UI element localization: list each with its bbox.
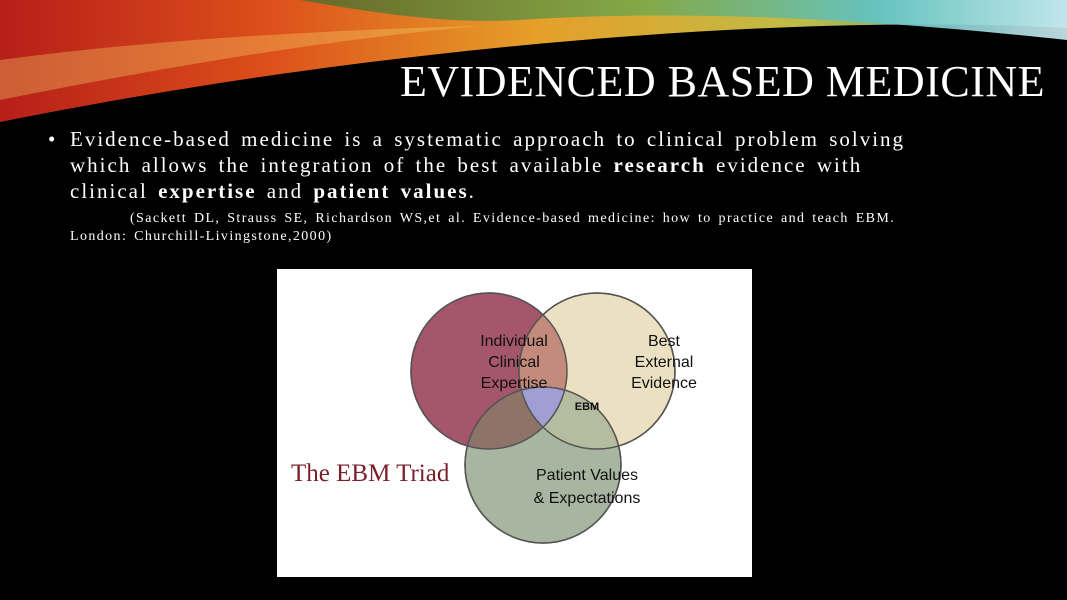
ebm-triad-figure: Individual Clinical Expertise Best Exter… (277, 269, 752, 577)
circle-2-line-2: External (635, 354, 694, 371)
bullet-marker: • (48, 126, 57, 152)
term-patient-values: patient values (313, 179, 468, 203)
circle-1-line-2: Clinical (488, 354, 540, 371)
bullet-mid-2: and (267, 179, 303, 203)
figure-caption: The EBM Triad (291, 460, 450, 487)
bullet-paragraph: • Evidence-based medicine is a systemati… (48, 126, 948, 204)
bullet-text: Evidence-based medicine is a systematic … (70, 126, 948, 204)
term-expertise: expertise (158, 179, 256, 203)
slide-title: EVIDENCED BASED MEDICINE (400, 56, 1045, 107)
citation: (Sackett DL, Strauss SE, Richardson WS,e… (70, 210, 950, 246)
circle-2-line-3: Evidence (631, 375, 697, 392)
term-research: research (614, 153, 706, 177)
venn-diagram: Individual Clinical Expertise Best Exter… (277, 269, 752, 577)
circle-3-line-2: & Expectations (534, 490, 641, 507)
circle-2-line-1: Best (648, 333, 681, 350)
circle-3-line-1: Patient Values (536, 467, 638, 484)
bullet-end: . (469, 179, 476, 203)
circle-1-line-1: Individual (480, 333, 548, 350)
ebm-center-label: EBM (575, 401, 599, 413)
circle-1-line-3: Expertise (481, 375, 548, 392)
